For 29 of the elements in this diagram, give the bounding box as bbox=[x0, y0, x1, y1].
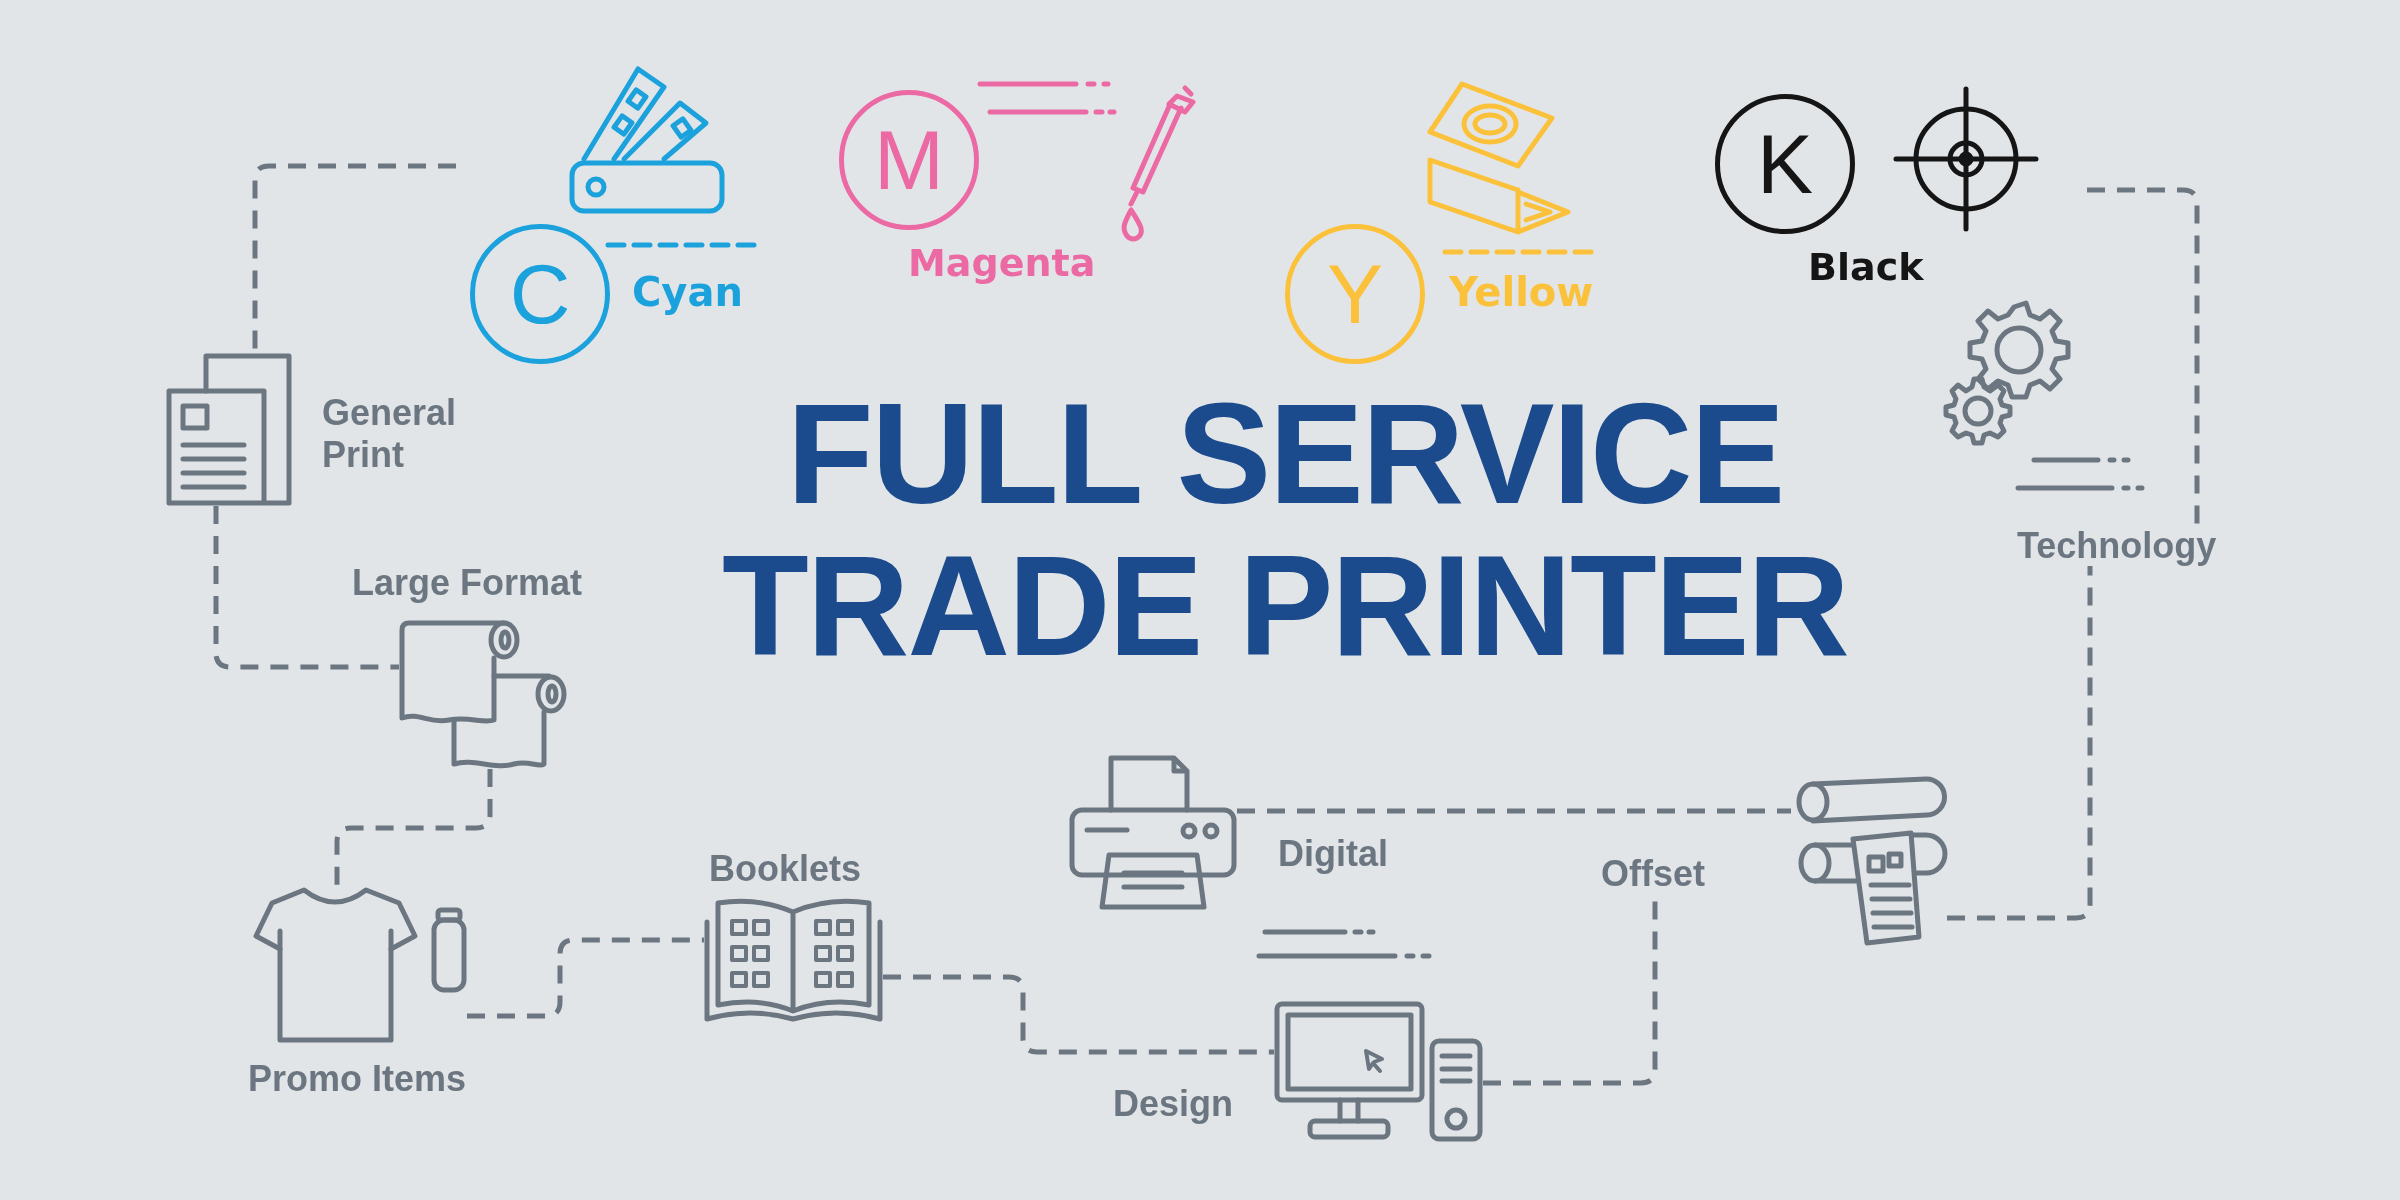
node-label: Promo Items bbox=[248, 1058, 467, 1100]
dashed-connector bbox=[883, 974, 1274, 1055]
node-label: Design bbox=[1113, 1083, 1234, 1125]
title: FULL SERVICE TRADE PRINTER bbox=[721, 378, 1849, 682]
step-label: Technology bbox=[2017, 526, 2217, 566]
document-icon bbox=[166, 353, 292, 506]
letter-circle: Y bbox=[1285, 224, 1425, 364]
dashed-connector bbox=[1947, 566, 2093, 921]
dashed-connector bbox=[1237, 808, 1791, 814]
letter-circle: K bbox=[1715, 94, 1855, 234]
dashed-connector bbox=[2087, 187, 2200, 526]
open-book-icon bbox=[704, 897, 883, 1022]
dashed-connector bbox=[467, 937, 704, 1019]
node-label: Magenta bbox=[908, 242, 1096, 284]
desktop-computer-icon bbox=[1274, 1001, 1483, 1142]
node-label: Yellow bbox=[1449, 271, 1594, 313]
dashed-connector bbox=[334, 769, 493, 886]
letter-circle: M bbox=[839, 90, 979, 230]
printer-icon bbox=[1069, 755, 1237, 910]
dashed-connector bbox=[213, 506, 399, 670]
node-label: Black bbox=[1808, 246, 1924, 288]
step-label: Offset bbox=[1601, 854, 1705, 894]
node-label: General Print bbox=[322, 392, 458, 476]
node-label: Booklets bbox=[709, 848, 862, 890]
node-label: Large Format bbox=[352, 562, 583, 604]
t-shirt-and-bottle-icon bbox=[254, 886, 467, 1043]
node-label: Digital bbox=[1278, 833, 1388, 875]
node-label: Cyan bbox=[632, 271, 743, 313]
letter-circle: C bbox=[470, 224, 610, 364]
